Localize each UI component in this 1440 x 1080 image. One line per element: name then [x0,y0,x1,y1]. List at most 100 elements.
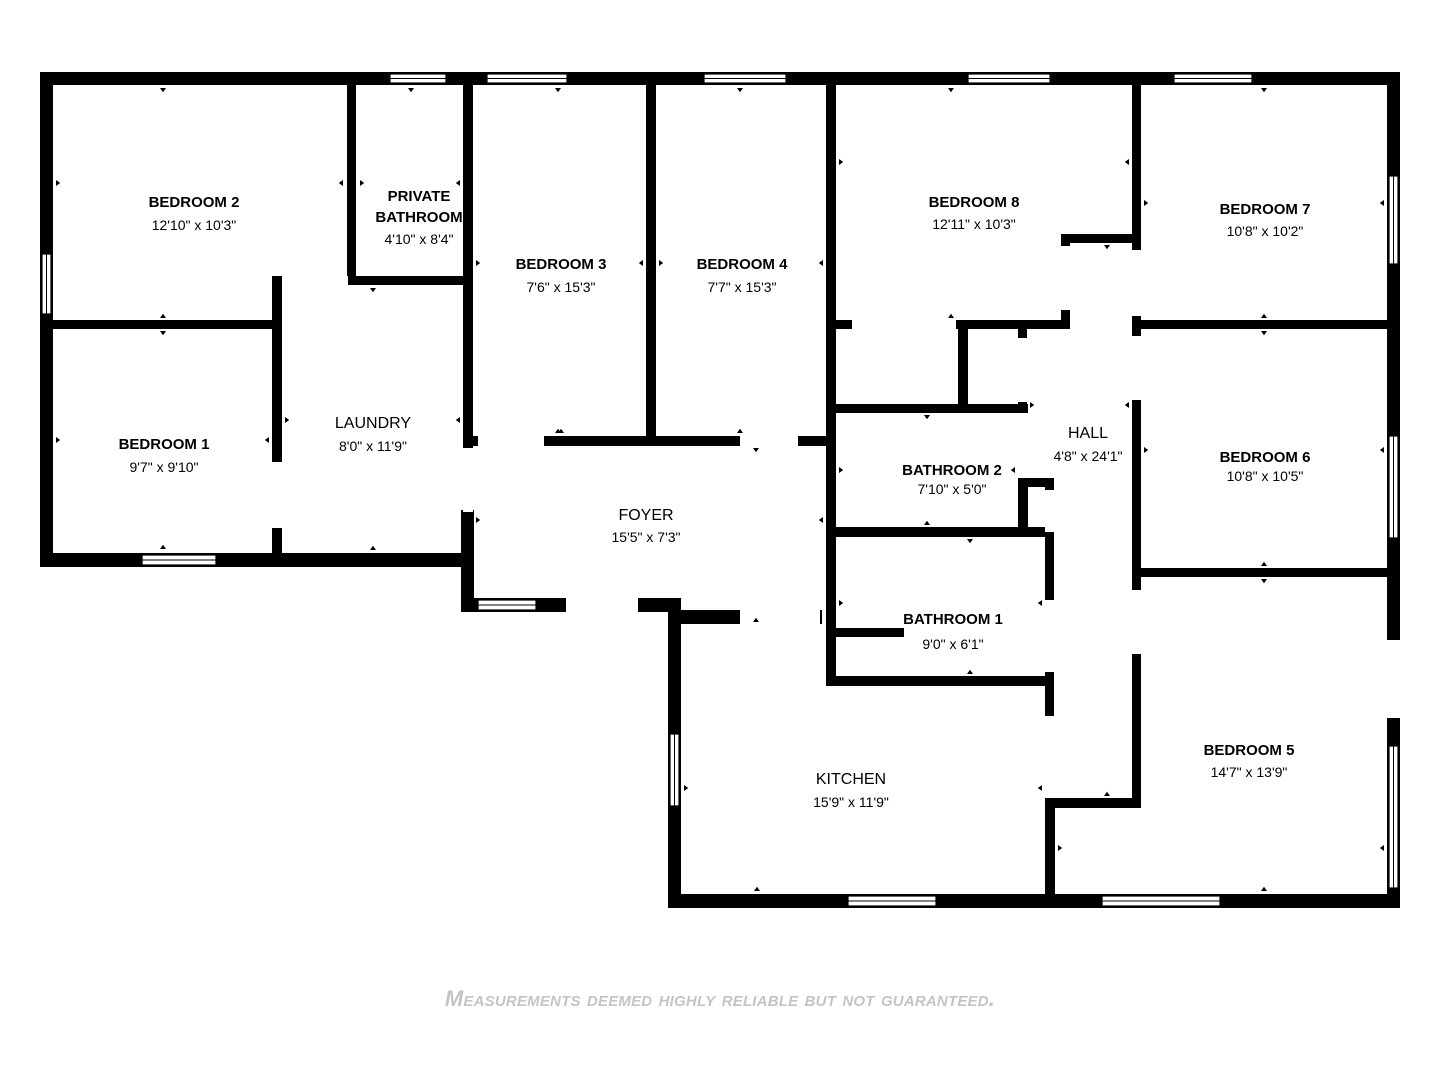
measurement-tick [818,517,823,523]
measurement-tick [753,448,759,453]
room-dimensions: 4'10" x 8'4" [385,231,454,247]
measurement-tick [1379,200,1384,206]
disclaimer-text: Measurements deemed highly reliable but … [444,986,996,1011]
room-dimensions: 14'7" x 13'9" [1211,764,1288,780]
measurement-tick [338,180,343,186]
measurement-tick [160,544,166,549]
measurement-tick [1144,200,1149,206]
walls [40,72,1400,908]
room-kitchen: KITCHEN 15'9" x 11'9" [813,771,889,810]
room-dimensions: 12'11" x 10'3" [932,216,1016,232]
room-dimensions: 8'0" x 11'9" [339,438,407,454]
room-name-line1: PRIVATE [388,188,451,205]
room-dimensions: 15'5" x 7'3" [612,529,681,545]
measurement-tick [360,180,365,186]
measurement-tick [370,288,376,293]
measurement-tick [967,539,973,544]
room-name: BEDROOM 3 [516,256,607,273]
measurement-tick [408,88,414,93]
measurement-tick [1037,600,1042,606]
measurement-tick [924,415,930,420]
measurement-tick [476,517,481,523]
room-bedroom-1: BEDROOM 1 9'7" x 9'10" [119,436,210,475]
measurement-tick [455,180,460,186]
measurement-tick [476,260,481,266]
room-dimensions: 10'8" x 10'2" [1227,223,1304,239]
room-name: BEDROOM 6 [1220,449,1311,466]
room-bedroom-4: BEDROOM 4 7'7" x 15'3" [697,256,789,295]
measurement-tick [1261,331,1267,336]
room-bedroom-5: BEDROOM 5 14'7" x 13'9" [1204,742,1295,780]
measurement-tick [56,180,61,186]
measurement-tick [839,159,844,165]
room-name: KITCHEN [816,771,886,788]
room-name: FOYER [618,507,673,524]
measurement-tick [1010,467,1015,473]
room-dimensions: 9'7" x 9'10" [130,459,199,475]
room-private-bathroom: PRIVATE BATHROOM 4'10" x 8'4" [375,188,462,247]
room-dimensions: 12'10" x 10'3" [152,217,237,233]
measurement-tick [1261,579,1267,584]
room-name: BEDROOM 8 [929,194,1020,211]
measurement-tick [285,417,290,423]
room-foyer: FOYER 15'5" x 7'3" [612,507,681,545]
measurement-tick [737,428,743,433]
room-dimensions: 7'10" x 5'0" [918,481,987,497]
measurement-tick [638,260,643,266]
room-bedroom-6: BEDROOM 6 10'8" x 10'5" [1220,449,1311,484]
room-bathroom-1: BATHROOM 1 9'0" x 6'1" [903,611,1003,652]
measurement-tick [754,886,760,891]
room-bedroom-3: BEDROOM 3 7'6" x 15'3" [516,256,607,295]
measurement-tick [1261,886,1267,891]
measurement-tick [1261,313,1267,318]
room-dimensions: 4'8" x 24'1" [1054,448,1123,464]
measurement-tick [555,88,561,93]
measurement-tick [160,331,166,336]
measurement-tick [1124,402,1129,408]
measurement-tick [1037,785,1042,791]
room-dimensions: 9'0" x 6'1" [922,636,983,652]
measurement-ticks [56,88,1384,891]
measurement-tick [948,88,954,93]
measurement-tick [56,437,61,443]
room-name: BEDROOM 7 [1220,201,1311,218]
room-name: BATHROOM 1 [903,611,1003,628]
room-dimensions: 7'7" x 15'3" [708,279,777,295]
measurement-tick [370,545,376,550]
measurement-tick [967,669,973,674]
measurement-tick [684,785,689,791]
room-dimensions: 7'6" x 15'3" [527,279,596,295]
measurement-tick [160,313,166,318]
room-name: HALL [1068,425,1108,442]
measurement-tick [1104,245,1110,250]
room-name: BEDROOM 2 [149,194,240,211]
measurement-tick [1144,447,1149,453]
measurement-tick [264,437,269,443]
room-hall: HALL 4'8" x 24'1" [1054,425,1123,464]
door-openings [272,246,1400,718]
room-name: LAUNDRY [335,415,412,432]
measurement-tick [753,617,759,622]
measurement-tick [1058,845,1063,851]
room-laundry: LAUNDRY 8'0" x 11'9" [335,415,412,454]
room-bedroom-2: BEDROOM 2 12'10" x 10'3" [149,194,240,233]
measurement-tick [1261,561,1267,566]
measurement-tick [455,417,460,423]
measurement-tick [558,428,564,433]
room-name: BATHROOM 2 [902,462,1002,479]
measurement-tick [1030,402,1035,408]
room-bedroom-7: BEDROOM 7 10'8" x 10'2" [1220,201,1311,239]
measurement-tick [818,260,823,266]
measurement-tick [948,313,954,318]
room-dimensions: 10'8" x 10'5" [1227,468,1304,484]
room-bedroom-8: BEDROOM 8 12'11" x 10'3" [929,194,1020,232]
room-name: BEDROOM 5 [1204,742,1295,759]
measurement-tick [1261,88,1267,93]
room-name: BEDROOM 4 [697,256,789,273]
measurement-tick [839,600,844,606]
measurement-tick [924,520,930,525]
measurement-tick [659,260,664,266]
measurement-tick [1104,791,1110,796]
room-name: BEDROOM 1 [119,436,210,453]
